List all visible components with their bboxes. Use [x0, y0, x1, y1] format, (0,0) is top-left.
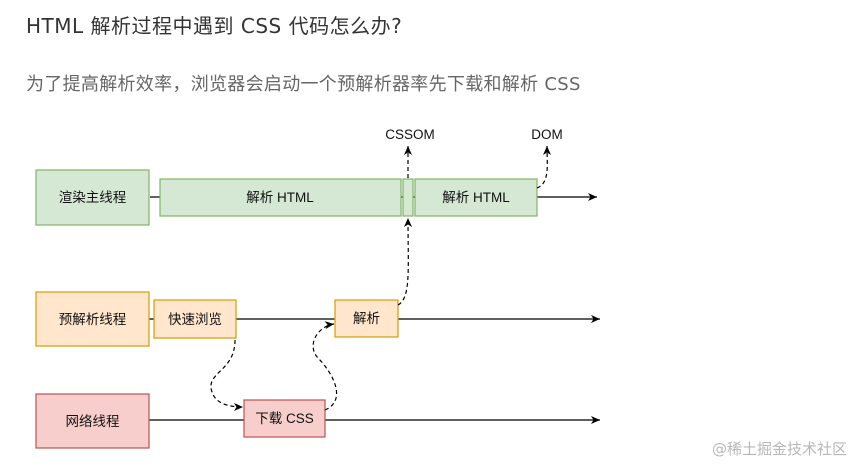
parse-css-task: 解析 — [334, 299, 399, 338]
cssom-label: CSSOM — [385, 127, 435, 142]
download-css-label: 下载 CSS — [255, 411, 314, 426]
download-to-parse-arrow — [312, 321, 338, 411]
parse-css-label: 解析 — [353, 311, 380, 326]
page-title: HTML 解析过程中遇到 CSS 代码怎么办? — [26, 14, 403, 38]
download-css-task: 下载 CSS — [243, 399, 326, 438]
main-thread-node: 渲染主线程 — [35, 169, 150, 226]
parse-html-label-1: 解析 HTML — [246, 190, 314, 205]
parse-html-task-2: 解析 HTML — [414, 178, 538, 217]
dom-label: DOM — [531, 127, 563, 142]
network-thread-node: 网络线程 — [35, 393, 150, 449]
parse-html-label-2: 解析 HTML — [442, 190, 510, 205]
network-thread-label: 网络线程 — [66, 414, 120, 429]
page-subtitle: 为了提高解析效率，浏览器会启动一个预解析器率先下载和解析 CSS — [26, 74, 581, 95]
parse-html-to-dom-arrow — [536, 145, 552, 189]
main-thread-label: 渲染主线程 — [59, 190, 127, 205]
preparse-thread-node: 预解析线程 — [35, 291, 150, 347]
quick-browse-task: 快速浏览 — [153, 299, 237, 339]
cssom-separator — [402, 178, 414, 217]
quick-browse-label: 快速浏览 — [168, 312, 222, 327]
parse-to-main-thread-arrow — [397, 217, 413, 306]
quick-browse-to-download-arrow — [210, 339, 244, 411]
parse-html-task-1: 解析 HTML — [159, 178, 402, 217]
preparse-thread-label: 预解析线程 — [59, 312, 127, 327]
watermark: @稀土掘金技术社区 — [711, 440, 847, 458]
